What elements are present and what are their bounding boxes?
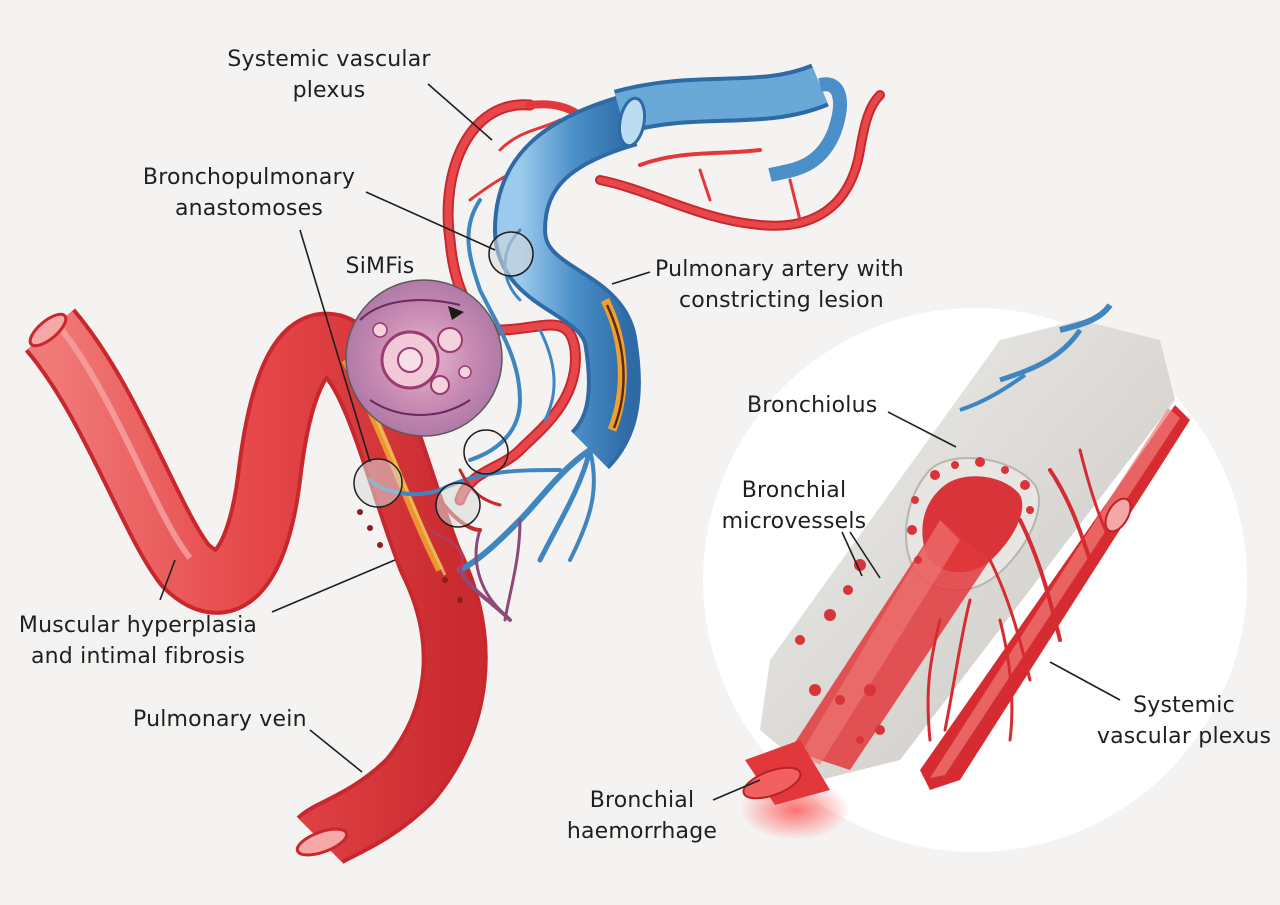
leader-lines (159, 83, 1121, 801)
highlight-circle (353, 458, 403, 508)
label-pulmonary-artery: Pulmonary artery with constricting lesio… (655, 257, 904, 313)
bronchiolus-shape (740, 303, 1175, 840)
highlight-circle (488, 231, 534, 277)
arrowhead-icon (448, 306, 464, 320)
label-bronchopulmonary-anastomoses: Bronchopulmonary anastomoses (142, 165, 356, 221)
label-bronchial-haemorrhage: Bronchial haemorrhage (566, 788, 718, 844)
label-bronchial-microvessels: Bronchial microvessels (721, 478, 867, 534)
label-muscular-hyperplasia: Muscular hyperplasia and intimal fibrosi… (18, 613, 258, 669)
label-systemic-vascular-plexus-right: Systemic vascular plexus (1096, 693, 1272, 749)
pulmonary-vein-shape (24, 308, 488, 866)
label-systemic-vascular-plexus-top: Systemic vascular plexus (227, 47, 431, 103)
systemic-plexus-shape (442, 90, 885, 506)
label-simfis: SiMFis (345, 254, 415, 279)
pulmonary-artery-shape (492, 63, 847, 470)
simfis-histology-disc (345, 279, 503, 437)
highlight-circle (463, 429, 509, 475)
label-bronchiolus: Bronchiolus (747, 393, 878, 418)
label-pulmonary-vein: Pulmonary vein (133, 707, 307, 732)
highlight-circle (435, 482, 481, 528)
systemic-plexus-right-shape (920, 405, 1190, 790)
